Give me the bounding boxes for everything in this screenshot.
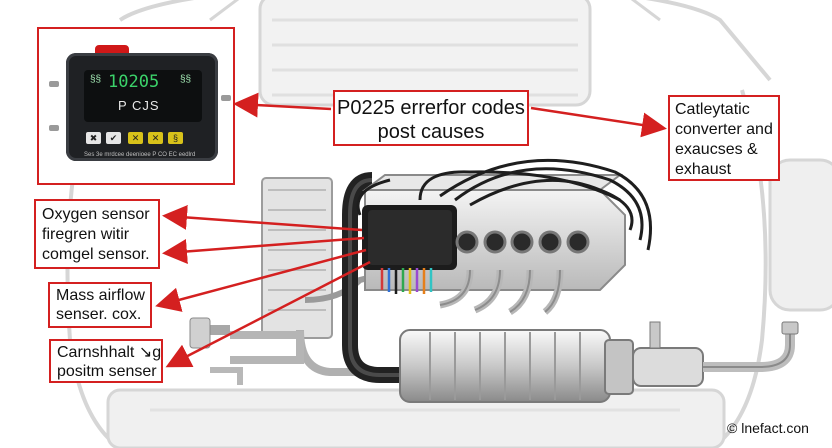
scanner-connector-right: [221, 95, 231, 101]
title-callout: P0225 errerfor codes post causes: [333, 90, 529, 146]
title-line-2: post causes: [377, 121, 485, 143]
engine-assembly: [189, 158, 799, 403]
display-prefix: §§: [90, 74, 102, 85]
display-subtext: P CJS: [118, 98, 160, 113]
arrows-to-oxygen: [162, 204, 365, 264]
arrow-to-catalytic: [530, 106, 667, 138]
arrow-to-camshaft: [165, 260, 371, 368]
scanner-footer-text: Ses 3e mrdcee deenioee P CO EC eedlrd: [84, 152, 196, 158]
credit-text: © lnefact.con: [727, 420, 809, 436]
catalytic-callout: Catleytatic converter and exaucses & exh…: [668, 95, 780, 181]
catalytic-line-1: Catleytatic: [675, 101, 750, 118]
camshaft-line-1: Carnshhalt ↘g: [57, 344, 162, 361]
oxygen-line-3: comgel sensor.: [42, 246, 150, 263]
oxygen-callout: Oxygen sensor firegren witir comgel sens…: [34, 199, 160, 269]
scanner-connector-left-top: [49, 81, 59, 87]
title-line-1: P0225 errerfor codes: [337, 97, 525, 119]
injector-row: [455, 230, 590, 254]
scanner-connector-left-bottom: [49, 125, 59, 131]
camshaft-line-2: positm senser: [57, 363, 157, 380]
arrow-to-scanner: [233, 92, 332, 118]
catalytic-line-3: exaucses &: [675, 141, 758, 158]
scanner-button-4: ✕: [148, 132, 163, 144]
oxygen-line-2: firegren witir: [42, 226, 130, 243]
maf-callout: Mass airflow senser. cox.: [48, 282, 152, 328]
arrow-to-maf: [155, 248, 367, 312]
scanner-display: §§ 10205 §§ P CJS: [84, 70, 202, 122]
scanner-button-5: §: [168, 132, 183, 144]
scanner-button-3: ✕: [128, 132, 143, 144]
vehicle-silhouette: [65, 0, 832, 448]
obd-scanner-panel: §§ 10205 §§ P CJS ✖ ✔ ✕ ✕ § Ses 3e mrdce…: [37, 27, 235, 185]
catalytic-line-4: exhaust: [675, 161, 732, 178]
maf-line-1: Mass airflow: [56, 287, 145, 304]
catalytic-line-2: converter and: [675, 121, 773, 138]
scanner-button-1: ✖: [86, 132, 101, 144]
oxygen-line-1: Oxygen sensor: [42, 206, 150, 223]
display-suffix: §§: [180, 74, 192, 85]
display-code: 10205: [108, 72, 160, 92]
maf-line-2: senser. cox.: [56, 306, 142, 323]
camshaft-callout: Carnshhalt ↘g positm senser: [49, 339, 163, 383]
obd-scanner: §§ 10205 §§ P CJS ✖ ✔ ✕ ✕ § Ses 3e mrdce…: [66, 53, 218, 161]
wire-harness: [380, 268, 433, 294]
scanner-button-2: ✔: [106, 132, 121, 144]
